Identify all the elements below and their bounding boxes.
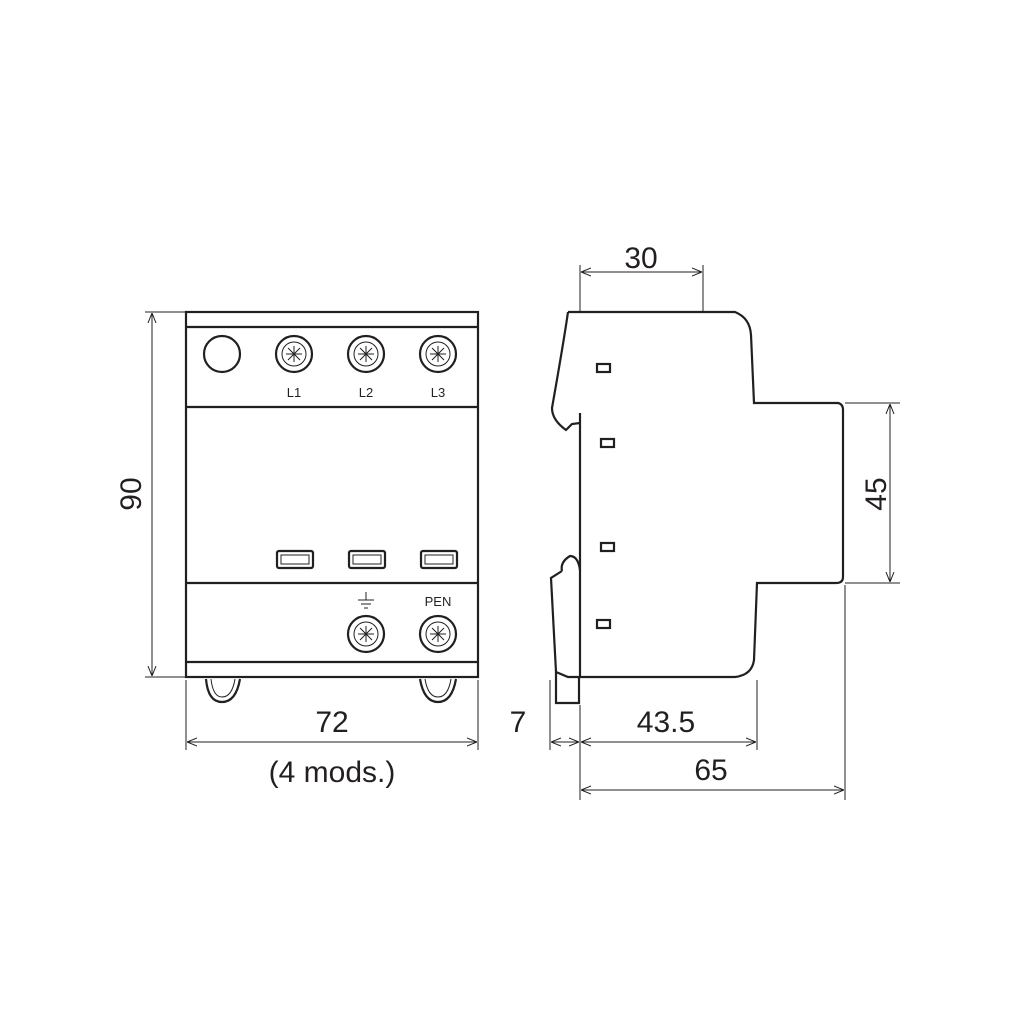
side-housing bbox=[549, 310, 845, 679]
front-housing bbox=[184, 310, 480, 679]
dim-width: 72 bbox=[315, 706, 348, 739]
earth-ground-icon bbox=[358, 592, 374, 609]
mounting-foot bbox=[418, 678, 458, 704]
mounting-foot bbox=[204, 678, 242, 704]
dim-rail-height: 45 bbox=[860, 477, 893, 510]
label-l3: L3 bbox=[431, 385, 445, 400]
dim-height: 90 bbox=[115, 477, 148, 510]
dim-total-depth: 65 bbox=[694, 754, 727, 787]
dim-clip-offset: 7 bbox=[510, 706, 527, 739]
side-view bbox=[549, 310, 845, 705]
dim-top-depth: 30 bbox=[624, 242, 657, 275]
front-view: L1 L2 L3 PEN bbox=[184, 310, 480, 704]
label-l2: L2 bbox=[359, 385, 373, 400]
label-pen: PEN bbox=[425, 594, 452, 609]
terminal-screw-earth-icon bbox=[346, 614, 386, 654]
terminal-screw-l3-icon bbox=[418, 334, 458, 374]
status-indicator-icon bbox=[202, 334, 242, 374]
dimension-lines bbox=[145, 265, 900, 800]
dim-shoulder-depth: 43.5 bbox=[637, 706, 695, 739]
terminal-screw-l2-icon bbox=[346, 334, 386, 374]
terminal-screw-l1-icon bbox=[274, 334, 314, 374]
terminal-screw-pen-icon bbox=[418, 614, 458, 654]
dim-width-note: (4 mods.) bbox=[269, 756, 396, 789]
label-l1: L1 bbox=[287, 385, 301, 400]
status-window bbox=[275, 549, 459, 570]
